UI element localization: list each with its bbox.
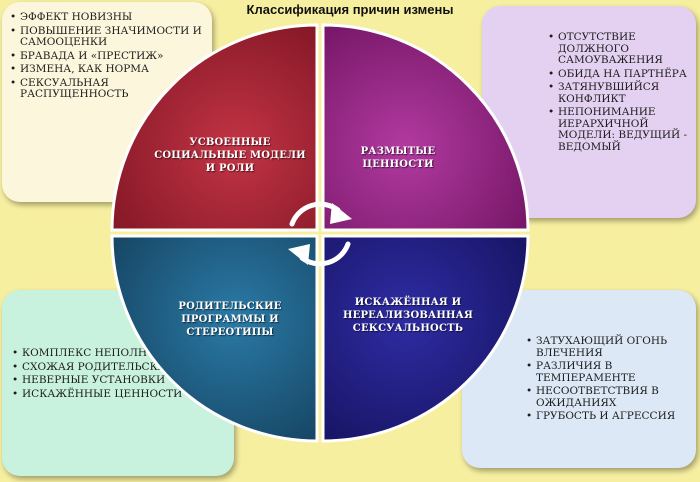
list-item: НЕВЕРНЫЕ УСТАНОВКИ <box>12 374 229 387</box>
list-item: ЗАТУХАЮЩИЙ ОГОНЬ ВЛЕЧЕНИЯ <box>526 335 696 359</box>
list-item: ОТСУТСТВИЕ ДОЛЖНОГО САМОУВАЖЕНИЯ <box>548 31 696 67</box>
list-item: НЕПОНИМАНИЕ ИЕРАРХИЧНОЙ МОДЕЛИ: ВЕДУЩИЙ … <box>548 106 696 153</box>
list-item: ПОВЫШЕНИЕ ЗНАЧИМОСТИ И САМООЦЕНКИ <box>10 25 212 49</box>
list-item: ГРУБОСТЬ И АГРЕССИЯ <box>526 410 696 423</box>
segment-bottom-left <box>110 234 319 443</box>
list-item: КОМПЛЕКС НЕПОЛНОЦЕННОСТИ <box>12 347 229 360</box>
list-item: ИЗМЕНА, КАК НОРМА <box>10 63 212 76</box>
list-bottom-left: КОМПЛЕКС НЕПОЛНОЦЕННОСТИ СХОЖАЯ РОДИТЕЛЬ… <box>12 347 229 402</box>
box-bottom-right: ЗАТУХАЮЩИЙ ОГОНЬ ВЛЕЧЕНИЯ РАЗЛИЧИЯ В ТЕМ… <box>462 290 696 468</box>
arrow-head-icon <box>288 244 310 265</box>
arrow-head-icon <box>330 203 352 224</box>
diagram-title: Классификация причин измены <box>246 2 454 17</box>
list-top-left: ЭФФЕКТ НОВИЗНЫ ПОВЫШЕНИЕ ЗНАЧИМОСТИ И СА… <box>10 11 212 103</box>
list-item: ОБИДА НА ПАРТНЁРА <box>548 68 696 81</box>
segment-top-left <box>110 23 319 232</box>
list-top-right: ОТСУТСТВИЕ ДОЛЖНОГО САМОУВАЖЕНИЯ ОБИДА Н… <box>548 31 696 155</box>
segment-bottom-right <box>321 234 530 443</box>
list-bottom-right: ЗАТУХАЮЩИЙ ОГОНЬ ВЛЕЧЕНИЯ РАЗЛИЧИЯ В ТЕМ… <box>526 335 696 425</box>
box-top-right: ОТСУТСТВИЕ ДОЛЖНОГО САМОУВАЖЕНИЯ ОБИДА Н… <box>482 6 696 218</box>
list-item: ЗАТЯНУВШИЙСЯ КОНФЛИКТ <box>548 81 696 105</box>
list-item: РАЗЛИЧИЯ В ТЕМПЕРАМЕНТЕ <box>526 360 696 384</box>
segment-top-right <box>321 23 530 232</box>
segment-label-top-left: УСВОЕННЫЕ СОЦИАЛЬНЫЕ МОДЕЛИ И РОЛИ <box>154 137 306 174</box>
list-item: ИСКАЖЁННЫЕ ЦЕННОСТИ <box>12 388 229 401</box>
segment-label-bottom-right: ИСКАЖЁННАЯ И НЕРЕАЛИЗОВАННАЯ СЕКСУАЛЬНОС… <box>342 297 474 334</box>
list-item: ЭФФЕКТ НОВИЗНЫ <box>10 11 212 24</box>
list-item: СЕКСУАЛЬНАЯ РАСПУЩЕННОСТЬ <box>10 77 212 101</box>
list-item: БРАВАДА И «ПРЕСТИЖ» <box>10 50 212 63</box>
segment-label-bottom-left: РОДИТЕЛЬСКИЕ ПРОГРАММЫ И СТЕРЕОТИПЫ <box>178 301 282 338</box>
list-item: СХОЖАЯ РОДИТЕЛЬСКАЯ МОДЕЛЬ <box>12 361 229 374</box>
segment-label-top-right: РАЗМЫТЫЕ ЦЕННОСТИ <box>360 146 436 170</box>
list-item: НЕСООТВЕТСТВИЯ В ОЖИДАНИЯХ <box>526 385 696 409</box>
